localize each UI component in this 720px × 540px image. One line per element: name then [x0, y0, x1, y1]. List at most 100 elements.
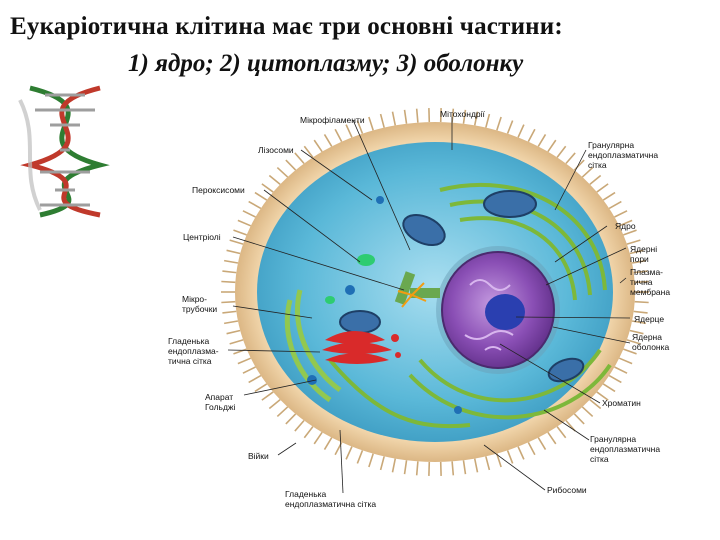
cilium: [631, 259, 647, 264]
cilium: [462, 460, 467, 475]
cilium: [614, 366, 628, 374]
label-lizosomy: Лізосоми: [258, 145, 294, 155]
cilium: [223, 259, 239, 264]
cilium: [602, 383, 616, 393]
label-mikrofilamenty: Мікрофіламенти: [300, 115, 365, 125]
cilium: [614, 210, 628, 218]
cilium: [276, 166, 289, 178]
cilium: [313, 139, 323, 153]
cilium: [473, 458, 479, 473]
label-khromatyn: Хроматин: [602, 398, 641, 408]
cilium: [254, 191, 268, 201]
cilium: [356, 120, 364, 134]
slide-subtitle: 1) ядро; 2) цитоплазму; 3) оболонку: [128, 50, 524, 77]
cilium: [223, 320, 239, 325]
label-yaderna-obolonka: Ядерна оболонка: [632, 332, 670, 352]
cilium: [618, 357, 633, 365]
cilium: [294, 152, 305, 165]
cilium: [527, 128, 536, 143]
cilium: [547, 431, 557, 445]
cilium: [323, 134, 333, 147]
peroxisomes: [325, 254, 375, 304]
nucleus: [436, 246, 560, 374]
dna-double-helix-icon: [18, 85, 110, 218]
cilium: [261, 183, 274, 193]
label-mikrotrubochky: Мікро- трубочки: [182, 294, 217, 314]
cilium: [462, 109, 467, 124]
cilium: [629, 249, 644, 255]
cilium: [221, 300, 236, 304]
cilium: [345, 446, 353, 460]
cilium: [237, 219, 252, 227]
cilium: [285, 413, 297, 425]
label-ribosomy: Рибосоми: [547, 485, 587, 495]
cilium: [254, 383, 268, 393]
cilium: [242, 210, 256, 218]
diagram-labels: Мікрофіламенти Мітохондрії Лізосоми Гран…: [168, 109, 670, 509]
cilium: [233, 348, 247, 355]
cilium: [573, 413, 585, 425]
cilium: [403, 460, 408, 475]
cilium: [631, 320, 647, 325]
cilium: [379, 456, 385, 471]
cilium: [229, 339, 244, 345]
cilium: [623, 229, 637, 236]
golgi-apparatus: [322, 331, 401, 364]
label-aparat-goldzhi: Апарат Гольджі: [205, 392, 236, 412]
cilium: [334, 128, 343, 143]
cilium: [303, 426, 314, 439]
cilium: [221, 280, 236, 284]
cilium: [368, 116, 374, 131]
label-viiky: Війки: [248, 451, 269, 461]
cilium: [581, 406, 594, 418]
cilium: [596, 391, 609, 401]
leader-lines: [227, 117, 631, 494]
cilium: [323, 437, 333, 450]
chromatin: [464, 279, 514, 351]
cilium: [608, 200, 622, 210]
cilium: [226, 329, 241, 335]
label-smooth-er-left: Гладенька ендоплазма- тична сітка: [168, 336, 221, 366]
label-tsentrioli: Центріолі: [183, 232, 221, 242]
cilium: [229, 239, 244, 245]
cilium: [608, 374, 622, 384]
cilium: [618, 219, 633, 227]
cilium: [626, 239, 641, 245]
cilium: [573, 159, 585, 171]
mitochondria: [339, 190, 585, 383]
smooth-er: [284, 289, 342, 403]
cilium: [415, 461, 419, 476]
cilium: [634, 280, 649, 284]
cilium: [581, 166, 594, 178]
cilium: [496, 116, 502, 131]
cilium: [556, 426, 567, 439]
cilium: [226, 249, 241, 255]
cilium: [506, 450, 514, 464]
label-plazma: Плазма- тична мембрана: [630, 267, 670, 297]
cilium: [242, 366, 256, 374]
cilium: [268, 398, 281, 410]
cilium: [623, 348, 637, 355]
cilium: [368, 453, 374, 468]
cilium: [233, 229, 247, 236]
cilium: [222, 310, 237, 314]
label-granular-er-top: Гранулярна ендоплазматична сітка: [588, 140, 660, 170]
centrioles: [394, 271, 440, 308]
cilium: [276, 406, 289, 418]
nucleolus: [485, 294, 525, 330]
label-granular-er-bottom: Гранулярна ендоплазматична сітка: [590, 434, 662, 464]
cilium: [629, 329, 644, 335]
cilium: [451, 461, 455, 476]
cilium: [537, 437, 547, 450]
lysosomes: [307, 196, 462, 414]
cilium: [496, 453, 502, 468]
cilium: [517, 124, 525, 138]
cilium: [506, 120, 514, 134]
cilium: [356, 450, 364, 464]
cilium: [415, 108, 419, 123]
label-peroksysomy: Пероксисоми: [192, 185, 245, 195]
cilium: [237, 357, 252, 365]
cilium: [268, 174, 281, 186]
cilia: [221, 108, 649, 476]
